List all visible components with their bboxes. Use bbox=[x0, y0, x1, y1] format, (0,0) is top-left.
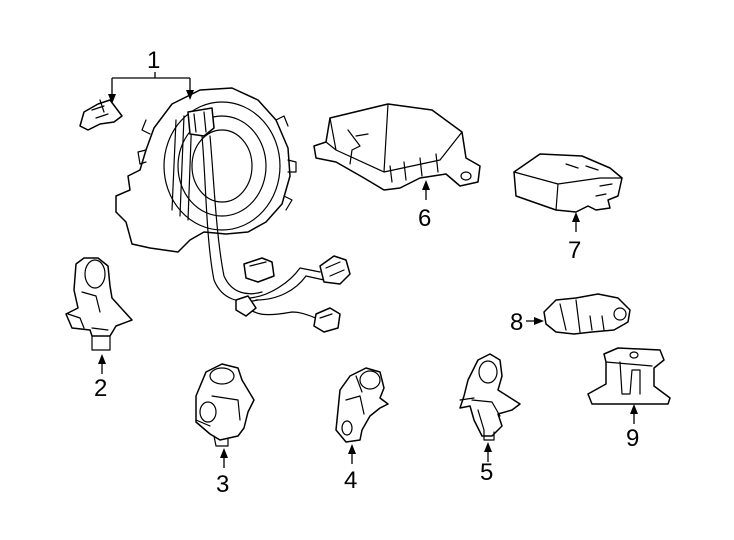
part-1-clock-spring bbox=[79, 87, 351, 333]
part-6-control-module bbox=[313, 103, 481, 191]
part-2-sensor bbox=[65, 257, 133, 351]
callout-3: 3 bbox=[216, 448, 229, 498]
callout-6: 6 bbox=[418, 180, 431, 232]
callout-7: 7 bbox=[568, 212, 581, 264]
callout-9: 9 bbox=[626, 404, 639, 452]
callout-8-label: 8 bbox=[510, 309, 523, 336]
callout-6-label: 6 bbox=[418, 205, 431, 232]
callout-8: 8 bbox=[510, 309, 544, 336]
callout-1-label: 1 bbox=[147, 47, 160, 74]
part-9-sensor bbox=[587, 347, 671, 405]
callout-7-label: 7 bbox=[568, 237, 581, 264]
callout-5-label: 5 bbox=[480, 459, 493, 486]
part-8-sensor bbox=[543, 293, 631, 335]
part-5-sensor bbox=[459, 353, 521, 441]
callout-4-label: 4 bbox=[344, 467, 357, 494]
callout-2: 2 bbox=[94, 354, 107, 402]
callout-4: 4 bbox=[344, 444, 357, 494]
callout-5: 5 bbox=[480, 442, 493, 486]
callout-2-label: 2 bbox=[94, 375, 107, 402]
callout-1: 1 bbox=[108, 47, 194, 104]
part-3-sensor bbox=[195, 363, 255, 447]
part-4-sensor bbox=[335, 367, 389, 443]
part-7-module bbox=[513, 153, 623, 213]
callout-9-label: 9 bbox=[626, 425, 639, 452]
callout-3-label: 3 bbox=[216, 471, 229, 498]
